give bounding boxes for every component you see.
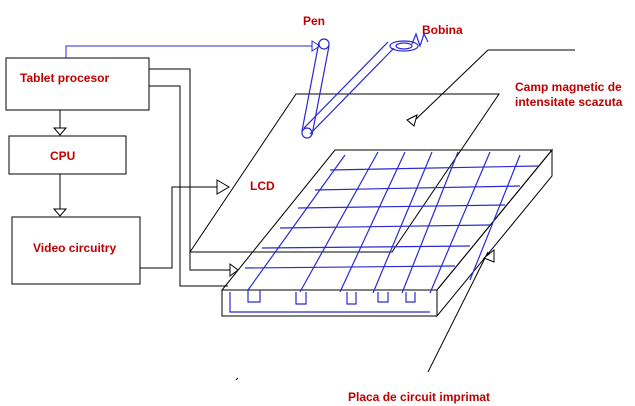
pcb-label: Placa de circuit imprimat [348,390,490,404]
lcd-panel [189,93,500,253]
stray-mark [235,377,239,381]
cpu-to-video-arrow [52,174,68,217]
pcb-grid-wires [229,151,539,313]
tablet-processor-label: Tablet procesor [20,71,109,85]
tablet-processor-box: Tablet procesor [5,57,150,111]
video-circuitry-box: Video circuitry [11,216,141,285]
pcb-board [220,148,554,318]
processor-to-cpu-arrow [52,110,68,136]
coil-label: Bobina [422,23,463,37]
cpu-label: CPU [50,149,75,163]
processor-to-pen-link [65,40,321,58]
video-to-lcd-link [140,179,230,269]
lcd-label: LCD [250,179,275,193]
field-pointer [406,49,575,127]
pen [301,38,330,139]
processor-to-board-wires [149,68,236,287]
field-label-line2: intensitate scazuta [515,95,623,109]
board-input-arrow [229,263,239,277]
coil [303,32,429,135]
video-circuitry-label: Video circuitry [33,241,116,255]
field-label-line1: Camp magnetic de [515,80,622,94]
cpu-box: CPU [8,135,127,175]
pen-label: Pen [303,14,325,28]
pcb-pointer [427,248,495,373]
